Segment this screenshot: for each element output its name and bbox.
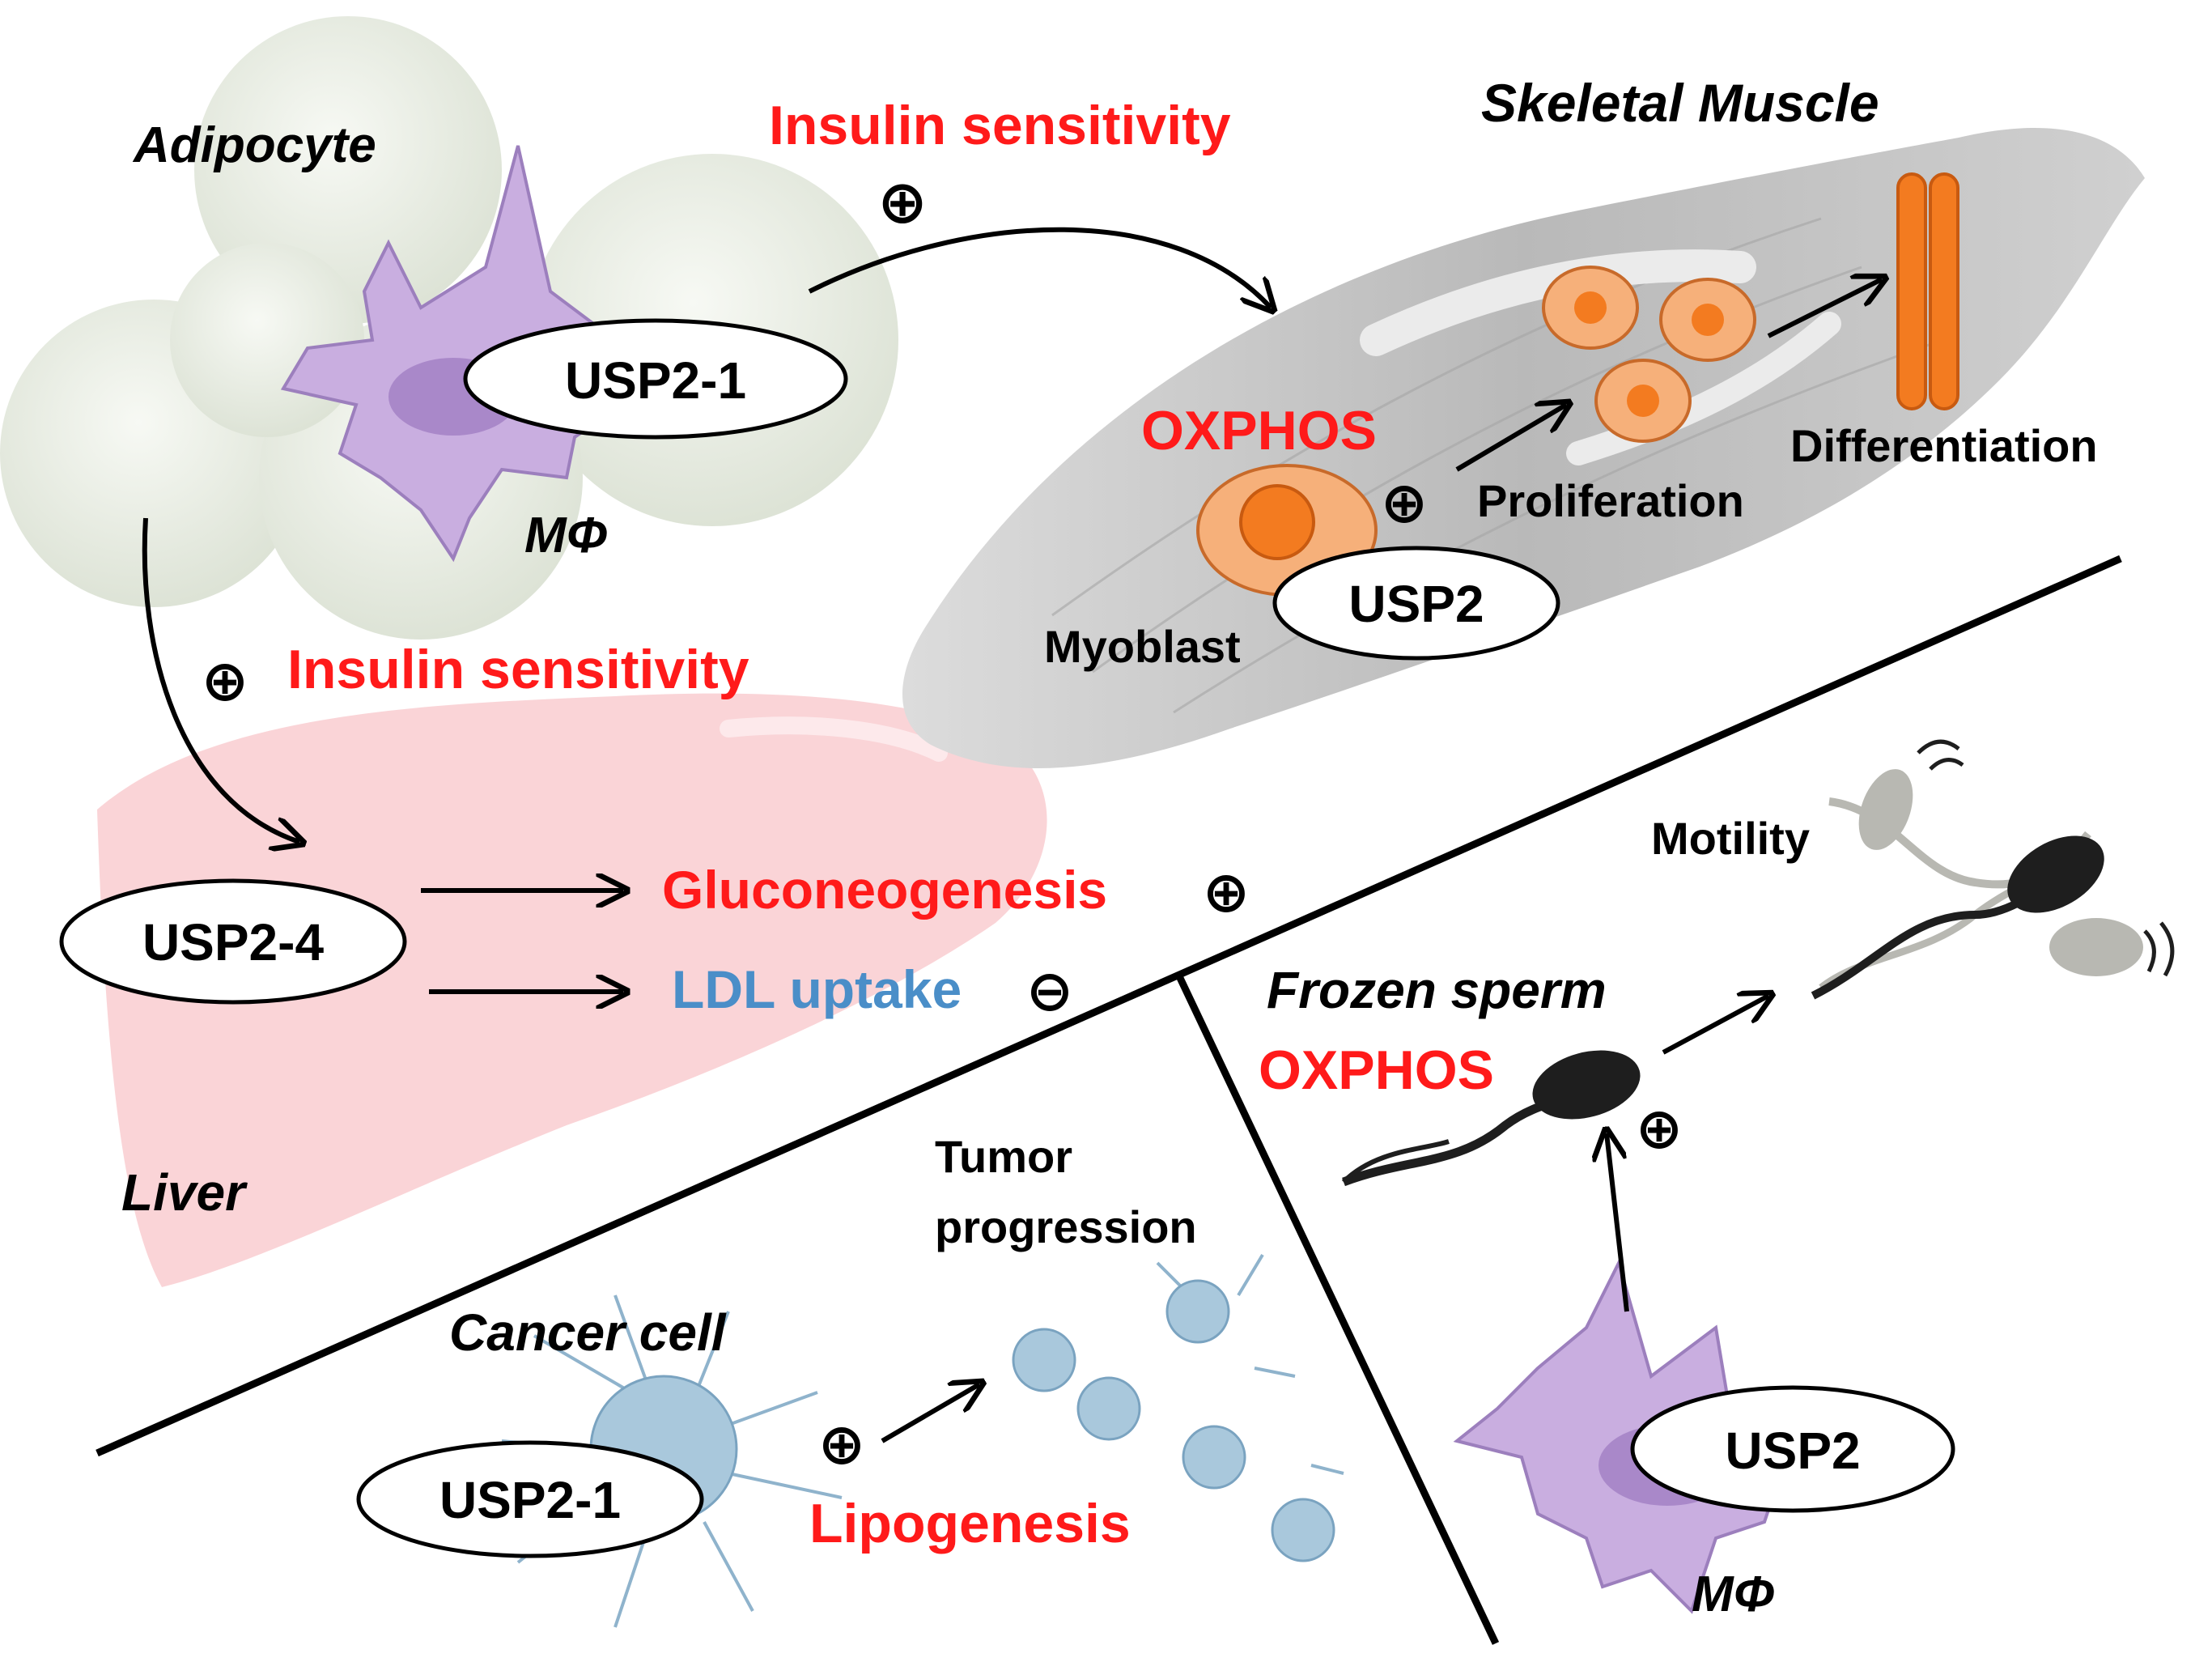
myotubes	[1896, 172, 1959, 410]
label-usp2-muscle: USP2	[1348, 575, 1484, 633]
macrophage-top-shape	[280, 145, 626, 563]
label-usp2-1-top: USP2-1	[565, 351, 746, 410]
myoblast-nucleus	[1239, 484, 1315, 560]
usp-badges	[59, 318, 1955, 1558]
arrow-adipocyte-to-liver	[142, 517, 299, 842]
arrow-proliferation-to-differentiation	[1767, 279, 1882, 338]
label-tumor-line1: Tumor	[935, 1131, 1072, 1182]
arrow-sperm-to-motility	[1662, 996, 1768, 1055]
plus-oxphos-muscle: ⊕	[1381, 471, 1429, 534]
label-gluconeogenesis: Gluconeogenesis	[662, 860, 1107, 920]
label-proliferation: Proliferation	[1477, 475, 1744, 526]
label-adipocyte: Adipocyte	[132, 117, 376, 173]
minus-ldl-uptake: ⊖	[1026, 959, 1074, 1022]
badge-usp2-sperm	[1630, 1385, 1955, 1513]
arrow-adipocyte-to-muscle	[808, 227, 1271, 308]
label-insulin-sensitivity-liver: Insulin sensitivity	[287, 639, 749, 700]
badge-usp2-muscle	[1272, 546, 1560, 661]
arrow-macrophage-to-sperm	[1607, 1133, 1629, 1312]
label-skeletal-muscle: Skeletal Muscle	[1481, 73, 1879, 133]
label-cancer-cell: Cancer cell	[449, 1303, 727, 1362]
badge-usp2-1-cancer	[356, 1440, 704, 1558]
label-oxphos-muscle: OXPHOS	[1141, 400, 1377, 461]
label-myoblast: Myoblast	[1044, 621, 1241, 672]
sperm-cell-frozen	[1341, 1050, 1641, 1187]
label-usp2-4: USP2-4	[142, 913, 325, 971]
label-usp2-1-cancer: USP2-1	[439, 1471, 621, 1529]
sperm-cells-motile	[1811, 739, 2175, 1000]
label-oxphos-sperm: OXPHOS	[1259, 1039, 1494, 1101]
arrow-cancer-to-tumor	[881, 1384, 979, 1443]
label-frozen-sperm: Frozen sperm	[1267, 961, 1607, 1019]
label-tumor-line2: progression	[935, 1201, 1197, 1252]
label-macrophage-bottom: MΦ	[1692, 1566, 1775, 1622]
plus-oxphos-sperm: ⊕	[1636, 1097, 1683, 1160]
badge-usp2-4	[59, 878, 407, 1005]
plus-gluconeogenesis: ⊕	[1203, 861, 1250, 924]
label-lipogenesis: Lipogenesis	[809, 1493, 1131, 1554]
label-usp2-sperm: USP2	[1725, 1422, 1860, 1480]
label-motility: Motility	[1651, 813, 1810, 864]
label-liver: Liver	[121, 1163, 248, 1222]
badge-usp2-1-top	[463, 318, 848, 440]
label-macrophage-top: MΦ	[524, 508, 608, 563]
plus-insulin-liver: ⊕	[202, 649, 249, 712]
arrows	[142, 227, 1882, 1443]
divider-vertical	[1176, 976, 1500, 1645]
liver-highlight	[720, 716, 948, 762]
proliferating-cells	[1542, 266, 1756, 443]
label-differentiation: Differentiation	[1790, 420, 2098, 471]
divider-diagonal	[96, 555, 2122, 1457]
arrow-myoblast-to-proliferation	[1455, 405, 1566, 472]
plus-lipogenesis: ⊕	[818, 1413, 866, 1476]
label-insulin-sensitivity-muscle: Insulin sensitivity	[769, 95, 1231, 156]
label-ldl-uptake: LDL uptake	[672, 959, 962, 1019]
plus-insulin-muscle: ⊕	[877, 168, 928, 236]
